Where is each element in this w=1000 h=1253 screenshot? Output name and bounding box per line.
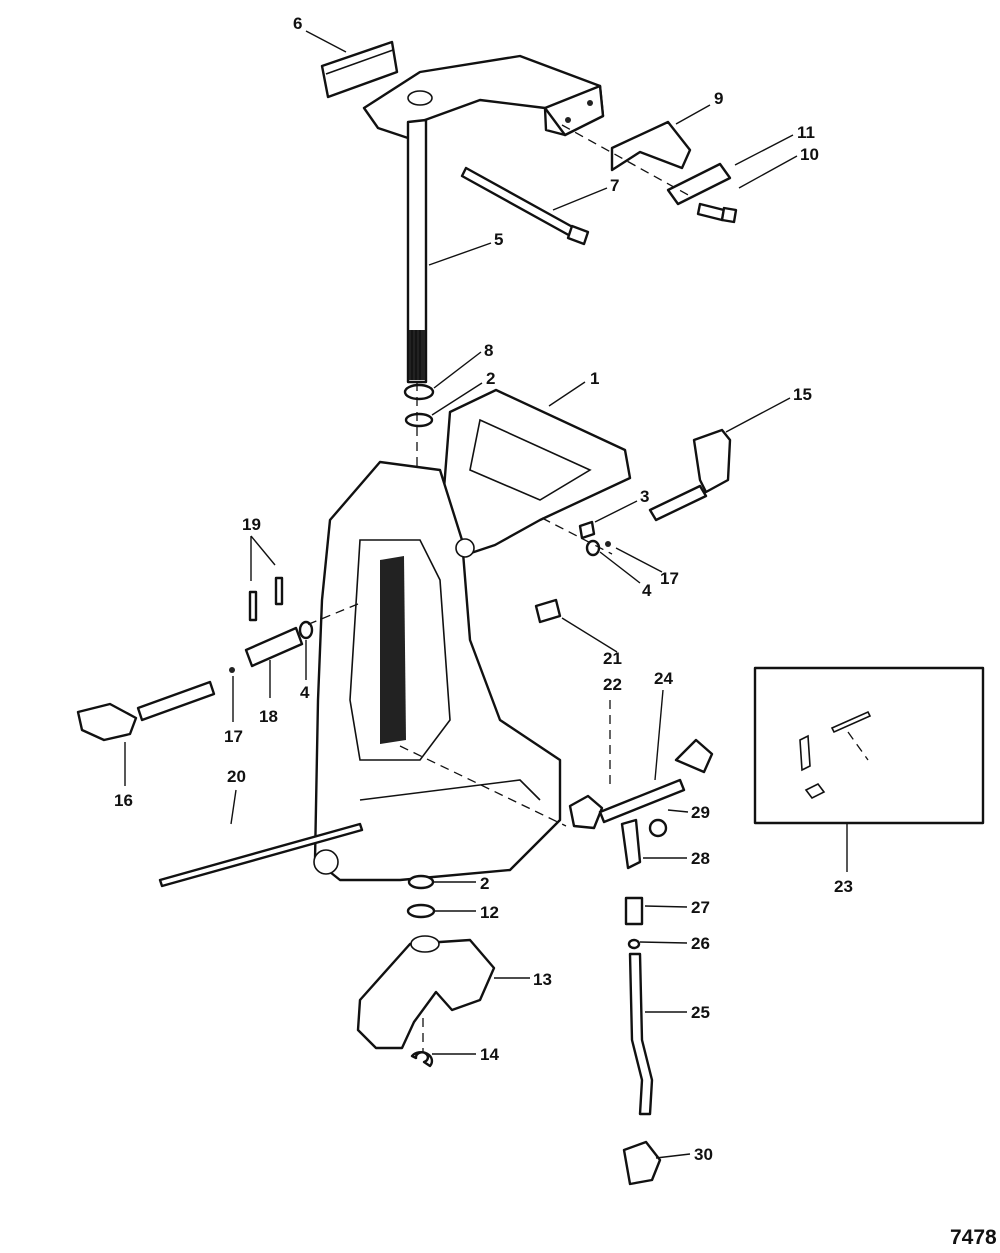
callout-20: 20 bbox=[227, 767, 246, 786]
callout-5: 5 bbox=[494, 230, 503, 249]
part-1-swivel-bracket bbox=[313, 388, 632, 882]
part-10-screw bbox=[696, 202, 738, 224]
callout-17-right: 17 bbox=[660, 569, 679, 588]
callout-28: 28 bbox=[691, 849, 710, 868]
callout-24: 24 bbox=[654, 669, 673, 688]
part-21-bushing bbox=[534, 598, 562, 624]
callout-7: 7 bbox=[610, 176, 619, 195]
parts-2-12-bottom-rings bbox=[406, 874, 436, 919]
parts-8-2-top-rings bbox=[403, 383, 435, 428]
part-9-bracket bbox=[610, 120, 692, 172]
callout-6: 6 bbox=[293, 14, 302, 33]
callout-14: 14 bbox=[480, 1045, 499, 1064]
leader-lines bbox=[124, 30, 848, 1159]
callout-11: 11 bbox=[797, 123, 815, 142]
callout-23: 23 bbox=[834, 877, 853, 896]
callout-10: 10 bbox=[800, 145, 819, 164]
callout-2-top: 2 bbox=[486, 369, 495, 388]
callout-26: 26 bbox=[691, 934, 710, 953]
part-3-fitting bbox=[578, 520, 596, 540]
figure-number: 7478 bbox=[950, 1226, 997, 1249]
part-7-bolt bbox=[460, 166, 590, 246]
callout-4-right: 4 bbox=[642, 581, 652, 600]
callout-1: 1 bbox=[590, 369, 599, 388]
callout-25: 25 bbox=[691, 1003, 710, 1022]
callout-17-left: 17 bbox=[224, 727, 243, 746]
assembly-lines bbox=[303, 124, 869, 1052]
part-25-rod bbox=[628, 952, 654, 1116]
part-20-rod bbox=[158, 822, 364, 888]
part-26-washer bbox=[627, 938, 641, 950]
part-5-steering-arm bbox=[362, 54, 605, 384]
callout-9: 9 bbox=[714, 89, 723, 108]
callout-29: 29 bbox=[691, 803, 710, 822]
callout-labels: 1 2 3 4 5 6 7 8 9 10 11 12 13 14 15 16 1… bbox=[114, 14, 853, 1164]
parts-22-24-lever-assembly bbox=[568, 738, 714, 830]
part-29-nut bbox=[648, 818, 668, 838]
callout-21: 21 bbox=[603, 649, 622, 668]
callout-3: 3 bbox=[640, 487, 649, 506]
callout-15: 15 bbox=[793, 385, 812, 404]
callout-8: 8 bbox=[484, 341, 493, 360]
callout-30: 30 bbox=[694, 1145, 713, 1164]
callout-2-bottom: 2 bbox=[480, 874, 489, 893]
part-15-handle bbox=[648, 428, 732, 522]
part-27-spring bbox=[624, 896, 644, 926]
callout-19: 19 bbox=[242, 515, 261, 534]
part-13-yoke bbox=[356, 935, 496, 1050]
callout-18: 18 bbox=[259, 707, 278, 726]
callout-16: 16 bbox=[114, 791, 133, 810]
callout-4-left: 4 bbox=[300, 683, 310, 702]
part-23-detail-inset bbox=[753, 666, 985, 825]
callout-12: 12 bbox=[480, 903, 499, 922]
callout-13: 13 bbox=[533, 970, 552, 989]
part-18-pin bbox=[244, 626, 304, 668]
callout-27: 27 bbox=[691, 898, 710, 917]
part-30-coupler bbox=[622, 1140, 662, 1186]
part-14-snap-ring bbox=[410, 1051, 434, 1068]
part-4-washer-left bbox=[298, 620, 314, 640]
part-28-lever bbox=[620, 818, 642, 870]
part-16-handle bbox=[76, 680, 216, 742]
part-19-cotter-pins bbox=[248, 576, 284, 622]
part-11-plate bbox=[666, 162, 732, 206]
part-6-pad bbox=[320, 40, 399, 99]
callout-22: 22 bbox=[603, 675, 622, 694]
part-17-washer-left bbox=[229, 667, 235, 673]
